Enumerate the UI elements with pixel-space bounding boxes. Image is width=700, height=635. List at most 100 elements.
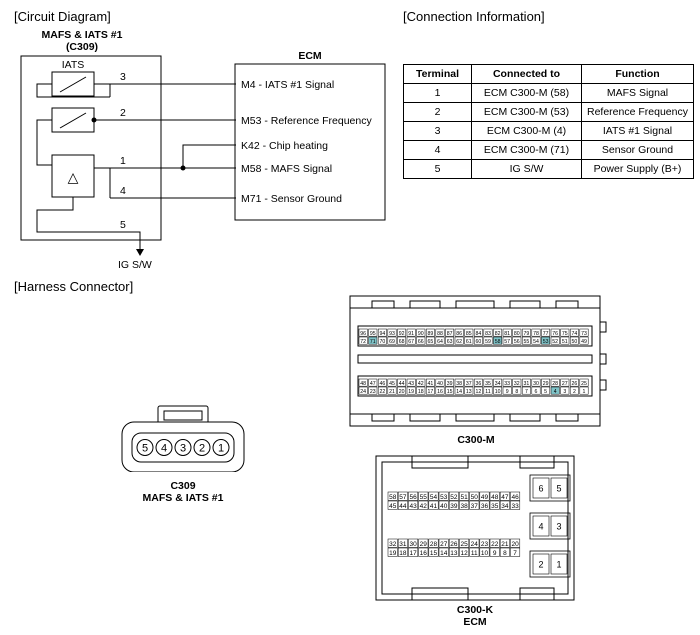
c300m-pin-number: 34 [495, 381, 501, 387]
c300m-pin-number: 20 [399, 389, 405, 395]
c300m-pin-number: 19 [408, 389, 414, 395]
c300k-pin [479, 538, 490, 548]
c300m-slot [555, 300, 579, 309]
c300m-pin [493, 328, 503, 337]
c300m-side-tab [599, 379, 607, 391]
c300k-pin [510, 538, 521, 548]
c300k-pin [397, 500, 408, 510]
c300m-pin-number: 24 [360, 389, 366, 395]
c300m-pin-number: 82 [495, 331, 501, 337]
c300m-lower-block [357, 375, 593, 397]
c309-pin [193, 439, 211, 456]
connected-to-cell: ECM C300-M (71) [471, 140, 582, 160]
reference-resistor-slash [59, 112, 87, 129]
harness-connector-heading: [Harness Connector] [14, 279, 134, 294]
c309-label: C309 [170, 480, 196, 492]
c300k-pin-number: 46 [511, 494, 519, 501]
internal-wire-a [36, 83, 110, 98]
c300k-pin [510, 547, 521, 557]
c300m-pin-number: 11 [485, 389, 490, 395]
c300m-pin [550, 386, 560, 395]
c300m-slot [555, 413, 579, 422]
c300m-pin-number: 33 [504, 381, 510, 387]
c300m-pin [435, 328, 445, 337]
c300k-pin [459, 491, 470, 501]
c300m-pin-number: 51 [562, 339, 568, 345]
table-row: 2 ECM C300-M (53) Reference Frequency [403, 102, 694, 122]
c300k-pin-number: 32 [389, 541, 397, 548]
c300k-pin [387, 547, 398, 557]
c300m-pin-number: 50 [572, 339, 578, 345]
c300k-pin-number: 55 [420, 494, 428, 501]
c300m-pin [569, 328, 579, 337]
c300k-pin [418, 538, 429, 548]
c300k-side-pin-number: 3 [556, 522, 561, 532]
c300k-pin-number: 29 [420, 541, 428, 548]
c300m-pin [521, 378, 531, 387]
c300m-pin-number: 60 [476, 339, 482, 345]
c309-pin-number: 4 [161, 443, 167, 455]
c300m-pin-number: 67 [408, 339, 414, 345]
c300m-pin-number: 94 [380, 331, 386, 337]
circuit-diagram-heading: [Circuit Diagram] [14, 9, 111, 24]
c300m-pin [368, 328, 378, 337]
connected-to-cell: IG S/W [471, 159, 582, 179]
c300m-slot [409, 300, 441, 309]
c300m-upper-block [357, 325, 593, 347]
c300m-pin-number: 22 [380, 389, 386, 395]
ecm-box [234, 63, 386, 221]
c300k-pin [489, 491, 500, 501]
c300k-pin-number: 51 [460, 494, 468, 501]
c300k-sublabel: ECM [463, 616, 487, 628]
c300m-pin-number: 45 [389, 381, 395, 387]
c300m-pin-number: 70 [380, 339, 386, 345]
c300k-pin-number: 16 [420, 550, 428, 557]
c300m-pin-number: 18 [418, 389, 424, 395]
c300m-pin [473, 386, 483, 395]
column-header: Function [581, 64, 694, 84]
c300k-pin-number: 34 [501, 503, 509, 510]
c300m-pin [521, 328, 531, 337]
c300m-pin-number: 89 [428, 331, 434, 337]
c300k-pin [499, 538, 510, 548]
function-cell: MAFS Signal [581, 83, 694, 103]
c300m-pin-number: 65 [428, 339, 434, 345]
c300m-pin [502, 386, 512, 395]
sensor-name: MAFS & IATS #1 [41, 29, 123, 41]
c300m-pin [579, 328, 589, 337]
c300k-pin-number: 9 [493, 550, 497, 557]
c300m-pin [579, 386, 589, 395]
c300k-pin-number: 24 [471, 541, 479, 548]
c300k-pin-number: 49 [481, 494, 489, 501]
pin-number: 1 [120, 155, 126, 167]
connected-to-cell: ECM C300-M (4) [471, 121, 582, 141]
c300m-pin-number: 91 [408, 331, 414, 337]
c300m-pin [416, 328, 426, 337]
c300m-pin-number: 93 [389, 331, 395, 337]
c300k-pin-number: 41 [430, 503, 438, 510]
c300m-pin-number: 96 [360, 331, 366, 337]
c309-pin [212, 439, 230, 456]
c300k-pin-number: 13 [450, 550, 458, 557]
c300m-pin-number: 3 [563, 389, 566, 395]
c300m-center-bar [357, 354, 593, 364]
c300k-pin [489, 538, 500, 548]
c300k-pin [469, 491, 480, 501]
c300k-pin [510, 500, 521, 510]
c300m-pin-number: 10 [495, 389, 501, 395]
c300k-side-pin [532, 553, 550, 575]
c300m-pin [541, 328, 551, 337]
c300k-pin [397, 538, 408, 548]
c300k-pin [448, 538, 459, 548]
connected-to-cell: ECM C300-M (53) [471, 102, 582, 122]
terminal-cell: 1 [403, 83, 472, 103]
c300m-side-tab [599, 321, 607, 333]
function-cell: IATS #1 Signal [581, 121, 694, 141]
c300m-pin-number: 14 [456, 389, 462, 395]
c300m-pin-number: 81 [504, 331, 510, 337]
c300k-pin-number: 56 [409, 494, 417, 501]
c300m-pin-number: 37 [466, 381, 472, 387]
column-header: Connected to [471, 64, 582, 84]
c300m-pin [358, 328, 368, 337]
wire-chip-heating [182, 144, 236, 168]
